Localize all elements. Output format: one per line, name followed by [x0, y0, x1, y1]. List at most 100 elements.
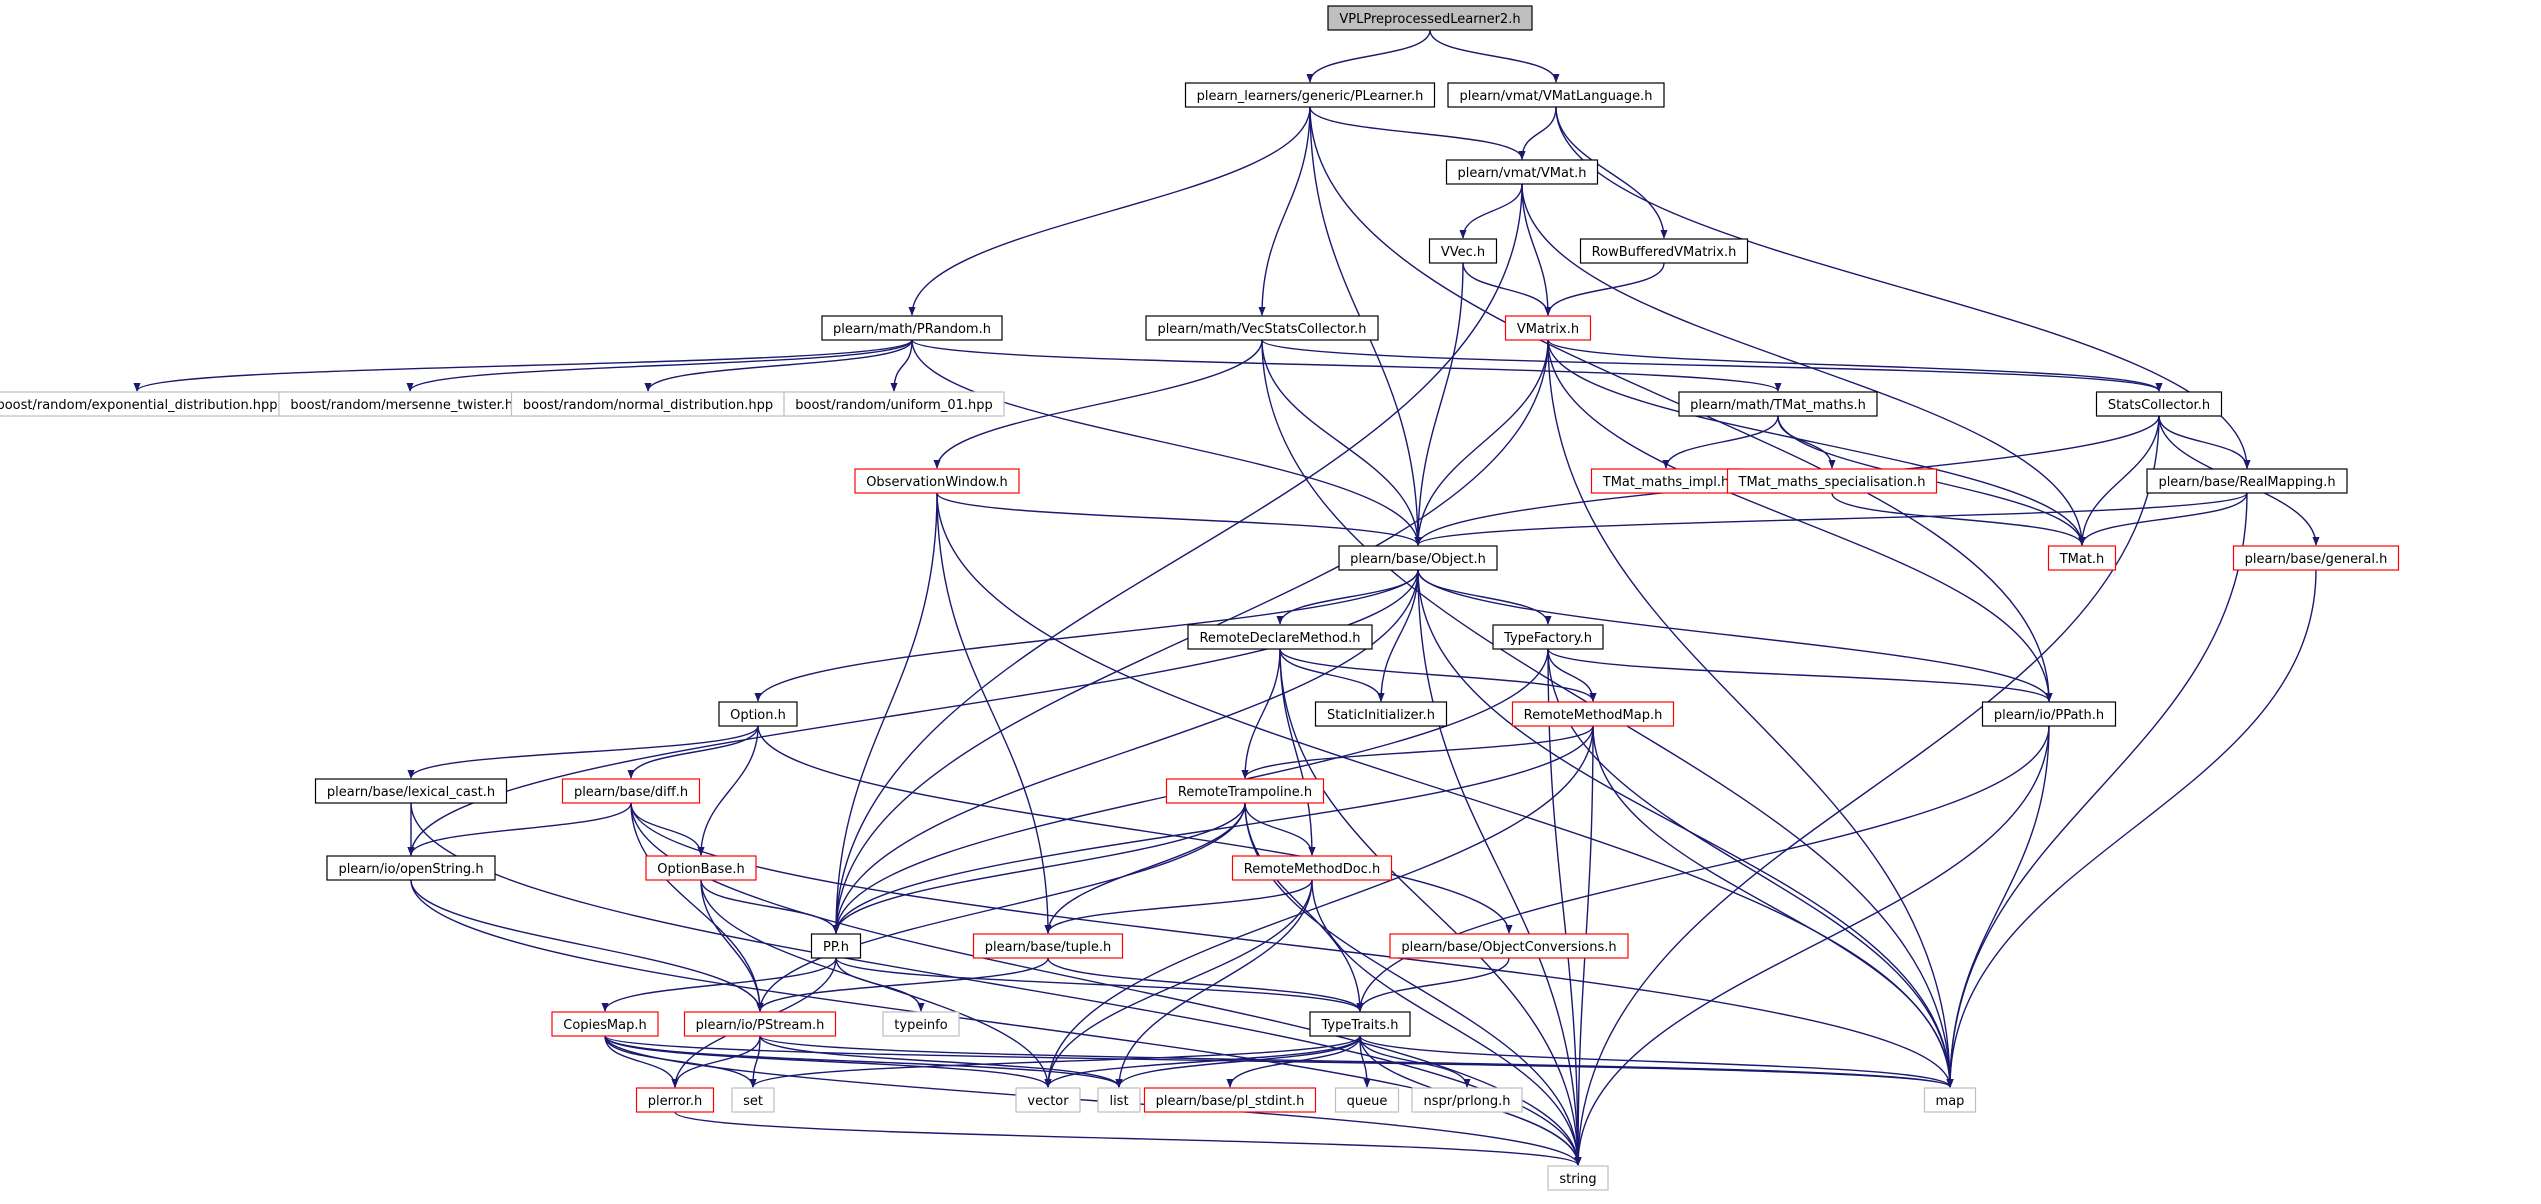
- node-remotetramp[interactable]: RemoteTrampoline.h: [1165, 778, 1325, 804]
- node-label: nspr/prlong.h: [1423, 1094, 1510, 1109]
- edge-openstring-to-pstream: [410, 879, 764, 1012]
- node-b_mt[interactable]: boost/random/mersenne_twister.hpp: [278, 391, 542, 417]
- node-root[interactable]: VPLPreprocessedLearner2.h: [1327, 5, 1533, 31]
- node-openstring[interactable]: plearn/io/openString.h: [326, 855, 496, 881]
- node-box: [561, 778, 701, 804]
- node-queue[interactable]: queue: [1334, 1087, 1400, 1113]
- edge-realmap-to-object: [1414, 492, 2248, 546]
- node-obswin[interactable]: ObservationWindow.h: [854, 468, 1020, 494]
- edge-diff-to-map: [630, 802, 1954, 1088]
- node-b_norm[interactable]: boost/random/normal_distribution.hpp: [510, 391, 786, 417]
- node-ppath[interactable]: plearn/io/PPath.h: [1981, 701, 2117, 727]
- node-optionbase[interactable]: OptionBase.h: [645, 855, 757, 881]
- edge-root-to-vmatlang: [1429, 29, 1560, 83]
- edge-tuple-to-typetraits: [1047, 957, 1364, 1012]
- edge-perror-to-string: [674, 1111, 1582, 1166]
- node-remotemm[interactable]: RemoteMethodMap.h: [1511, 701, 1675, 727]
- node-perror[interactable]: plerror.h: [635, 1087, 715, 1113]
- node-label: vector: [1027, 1094, 1069, 1109]
- node-box: [1590, 468, 1742, 494]
- node-objconv[interactable]: plearn/base/ObjectConversions.h: [1389, 933, 1629, 959]
- node-vmatlang[interactable]: plearn/vmat/VMatLanguage.h: [1447, 82, 1665, 108]
- node-label: plearn/base/pl_stdint.h: [1156, 1094, 1305, 1109]
- node-copiesmap[interactable]: CopiesMap.h: [551, 1011, 659, 1037]
- node-set[interactable]: set: [731, 1087, 775, 1113]
- node-label: TMat.h: [2059, 552, 2105, 567]
- edge-optionbase-to-pstream: [700, 879, 764, 1012]
- node-realmap[interactable]: plearn/base/RealMapping.h: [2146, 468, 2348, 494]
- edge-object-to-option: [754, 569, 1419, 702]
- node-prandom[interactable]: plearn/math/PRandom.h: [821, 315, 1003, 341]
- node-statscoll[interactable]: StatsCollector.h: [2095, 391, 2223, 417]
- node-box: [821, 315, 1003, 341]
- edge-option-to-objconv: [757, 725, 1513, 934]
- node-remotedecl[interactable]: RemoteDeclareMethod.h: [1187, 624, 1373, 650]
- node-label: boost/random/uniform_01.hpp: [795, 398, 993, 413]
- node-box: [718, 701, 798, 727]
- node-string[interactable]: string: [1547, 1165, 1609, 1191]
- node-vector[interactable]: vector: [1015, 1087, 1081, 1113]
- node-label: TypeFactory.h: [1503, 631, 1592, 646]
- node-vmat[interactable]: plearn/vmat/VMat.h: [1445, 159, 1599, 185]
- node-staticinit[interactable]: StaticInitializer.h: [1314, 701, 1448, 727]
- node-box: [551, 1011, 659, 1037]
- node-object[interactable]: plearn/base/Object.h: [1338, 545, 1498, 571]
- node-general[interactable]: plearn/base/general.h: [2232, 545, 2400, 571]
- node-lexcast[interactable]: plearn/base/lexical_cast.h: [314, 778, 508, 804]
- node-label: VVec.h: [1441, 245, 1485, 260]
- node-tmatspec[interactable]: TMat_maths_specialisation.h: [1726, 468, 1938, 494]
- node-label: OptionBase.h: [657, 862, 744, 877]
- node-box: [1411, 1087, 1523, 1113]
- node-tmat[interactable]: TMat.h: [2047, 545, 2117, 571]
- edge-obswin-to-pp: [832, 492, 938, 934]
- edge-object-to-remotedecl: [1276, 569, 1419, 625]
- node-b_uni[interactable]: boost/random/uniform_01.hpp: [783, 391, 1005, 417]
- node-option[interactable]: Option.h: [718, 701, 798, 727]
- node-label: StatsCollector.h: [2108, 398, 2210, 413]
- node-typefactory[interactable]: TypeFactory.h: [1492, 624, 1604, 650]
- node-pp[interactable]: PP.h: [810, 933, 862, 959]
- edge-typetraits-to-stdint: [1226, 1035, 1361, 1088]
- node-vmatrix[interactable]: VMatrix.h: [1504, 315, 1592, 341]
- node-box: [810, 933, 862, 959]
- node-diff[interactable]: plearn/base/diff.h: [561, 778, 701, 804]
- node-box: [1334, 1087, 1400, 1113]
- node-label: RemoteDeclareMethod.h: [1199, 631, 1360, 646]
- node-box: [854, 468, 1020, 494]
- node-label: plearn/math/PRandom.h: [833, 322, 991, 337]
- node-plearner[interactable]: plearn_learners/generic/PLearner.h: [1184, 82, 1436, 108]
- edge-vmatrix-to-object: [1414, 339, 1549, 546]
- node-typetraits[interactable]: TypeTraits.h: [1309, 1011, 1411, 1037]
- node-box: [0, 391, 290, 417]
- node-typeinfo[interactable]: typeinfo: [882, 1011, 960, 1037]
- node-label: StaticInitializer.h: [1327, 708, 1435, 723]
- node-box: [1145, 315, 1379, 341]
- node-vvec[interactable]: VVec.h: [1428, 238, 1498, 264]
- edge-vecstats-to-obswin: [933, 339, 1263, 469]
- node-box: [731, 1087, 775, 1113]
- edge-remotetramp-to-tuple: [1044, 802, 1246, 934]
- edge-object-to-typefactory: [1417, 569, 1552, 625]
- node-label: plearn/math/TMat_maths.h: [1690, 398, 1866, 413]
- node-label: typeinfo: [894, 1018, 947, 1033]
- node-stdint[interactable]: plearn/base/pl_stdint.h: [1143, 1087, 1317, 1113]
- node-remotedoc[interactable]: RemoteMethodDoc.h: [1231, 855, 1393, 881]
- node-tmatimpl[interactable]: TMat_maths_impl.h: [1590, 468, 1742, 494]
- node-box: [2232, 545, 2400, 571]
- node-list[interactable]: list: [1097, 1087, 1141, 1113]
- node-map[interactable]: map: [1923, 1087, 1977, 1113]
- node-box: [278, 391, 542, 417]
- node-pstream[interactable]: plearn/io/PStream.h: [683, 1011, 837, 1037]
- node-label: plearn/vmat/VMat.h: [1458, 166, 1587, 181]
- node-prlong[interactable]: nspr/prlong.h: [1411, 1087, 1523, 1113]
- node-rowbuf[interactable]: RowBufferedVMatrix.h: [1579, 238, 1749, 264]
- node-b_exp[interactable]: boost/random/exponential_distribution.hp…: [0, 391, 290, 417]
- node-tuple[interactable]: plearn/base/tuple.h: [972, 933, 1124, 959]
- node-box: [1504, 315, 1592, 341]
- edge-object-to-staticinit: [1377, 569, 1419, 702]
- node-vecstats[interactable]: plearn/math/VecStatsCollector.h: [1145, 315, 1379, 341]
- node-tmatmaths[interactable]: plearn/math/TMat_maths.h: [1678, 391, 1878, 417]
- edge-object-to-ppath: [1417, 569, 2053, 702]
- node-label: plearn/base/diff.h: [574, 785, 688, 800]
- node-box: [1165, 778, 1325, 804]
